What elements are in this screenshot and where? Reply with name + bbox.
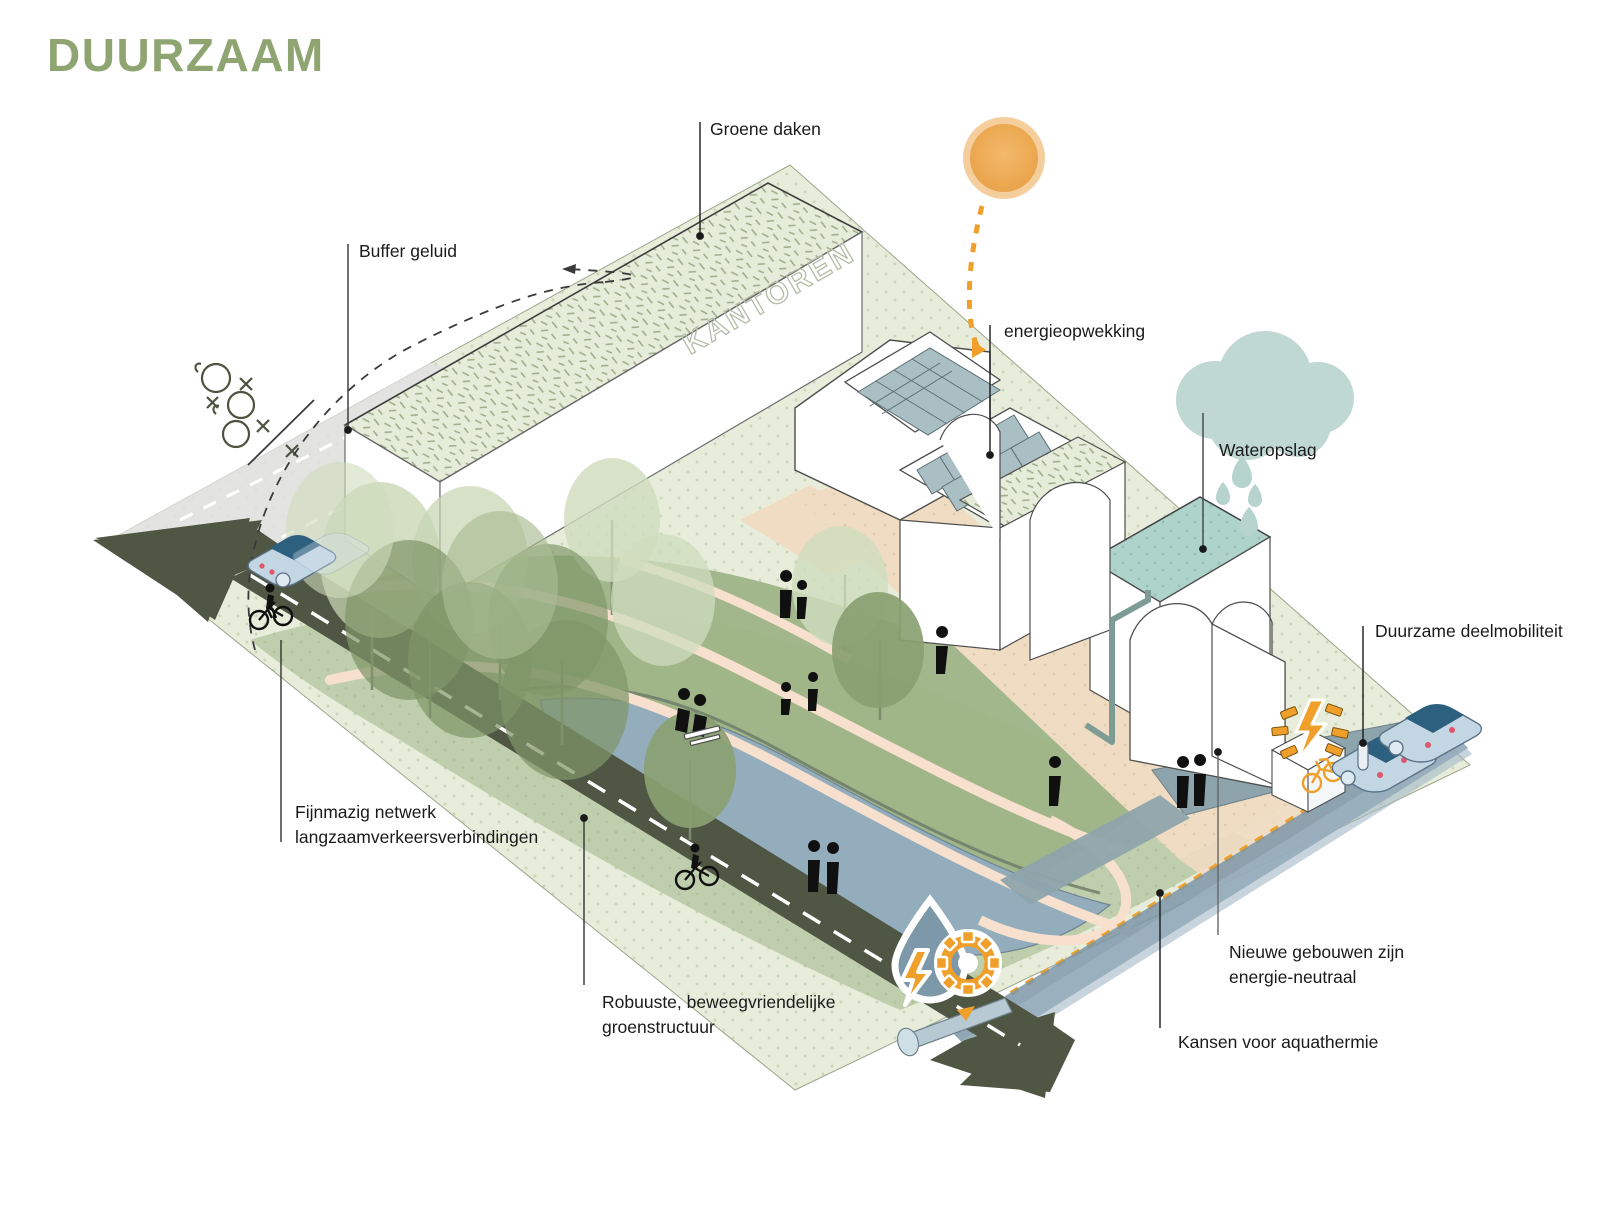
pedestrian [1049, 756, 1062, 806]
walking-pair [808, 840, 840, 894]
sun-energy-arrow [966, 205, 985, 350]
raindrop-icon [1216, 456, 1262, 536]
sun-icon [963, 117, 1045, 199]
sound-buffer-arc [247, 264, 636, 651]
noise-symbol-icon [194, 362, 299, 458]
tree-group [286, 458, 924, 840]
solar-panel-icon [857, 347, 1001, 436]
neutral-energy-buildings [939, 413, 1286, 791]
leader-lines [280, 122, 1367, 1028]
annotation-groenstructuur: Robuuste, beweegvriendelijke groenstruct… [602, 992, 836, 1038]
annotation-aquathermie: Kansen voor aquathermie [1178, 1032, 1379, 1052]
walking-pair [1177, 754, 1207, 808]
annotation-energie-neutraal: Nieuwe gebouwen zijn energie-neutraal [1229, 942, 1405, 988]
cyclist [248, 583, 294, 631]
aquathermal-flow-arrow [957, 1006, 975, 1021]
pedestrian [936, 626, 949, 674]
bicycle-icon [1301, 757, 1344, 794]
shared-mobility-hub [1270, 698, 1483, 813]
water-drop-gear-icon [891, 894, 1002, 1007]
annotation-wateropslag: Wateropslag [1219, 440, 1317, 460]
annotation-energieopwekking: energieopwekking [1004, 321, 1146, 341]
annotation-buffer-geluid: Buffer geluid [359, 241, 457, 261]
dog-walker [781, 672, 819, 715]
cyclist [674, 843, 720, 891]
lightning-bolt-icon [1271, 698, 1349, 762]
people-group [248, 570, 1207, 894]
solar-building [794, 331, 1127, 652]
pipe-icon [896, 997, 1013, 1057]
aquathermal-canal [950, 725, 1472, 1062]
page-title: DUURZAAM [47, 29, 325, 81]
walking-pair [780, 570, 808, 619]
annotation-fijnmazig-netwerk: Fijnmazig netwerk langzaamverkeersverbin… [295, 802, 539, 848]
annotation-duurzame-deelmobiliteit: Duurzame deelmobiliteit [1375, 621, 1563, 641]
bench-with-people [675, 688, 721, 746]
cloud-icon [1176, 331, 1354, 460]
annotation-groene-daken: Groene daken [710, 119, 821, 139]
car [247, 532, 370, 588]
shared-car [1378, 704, 1483, 763]
